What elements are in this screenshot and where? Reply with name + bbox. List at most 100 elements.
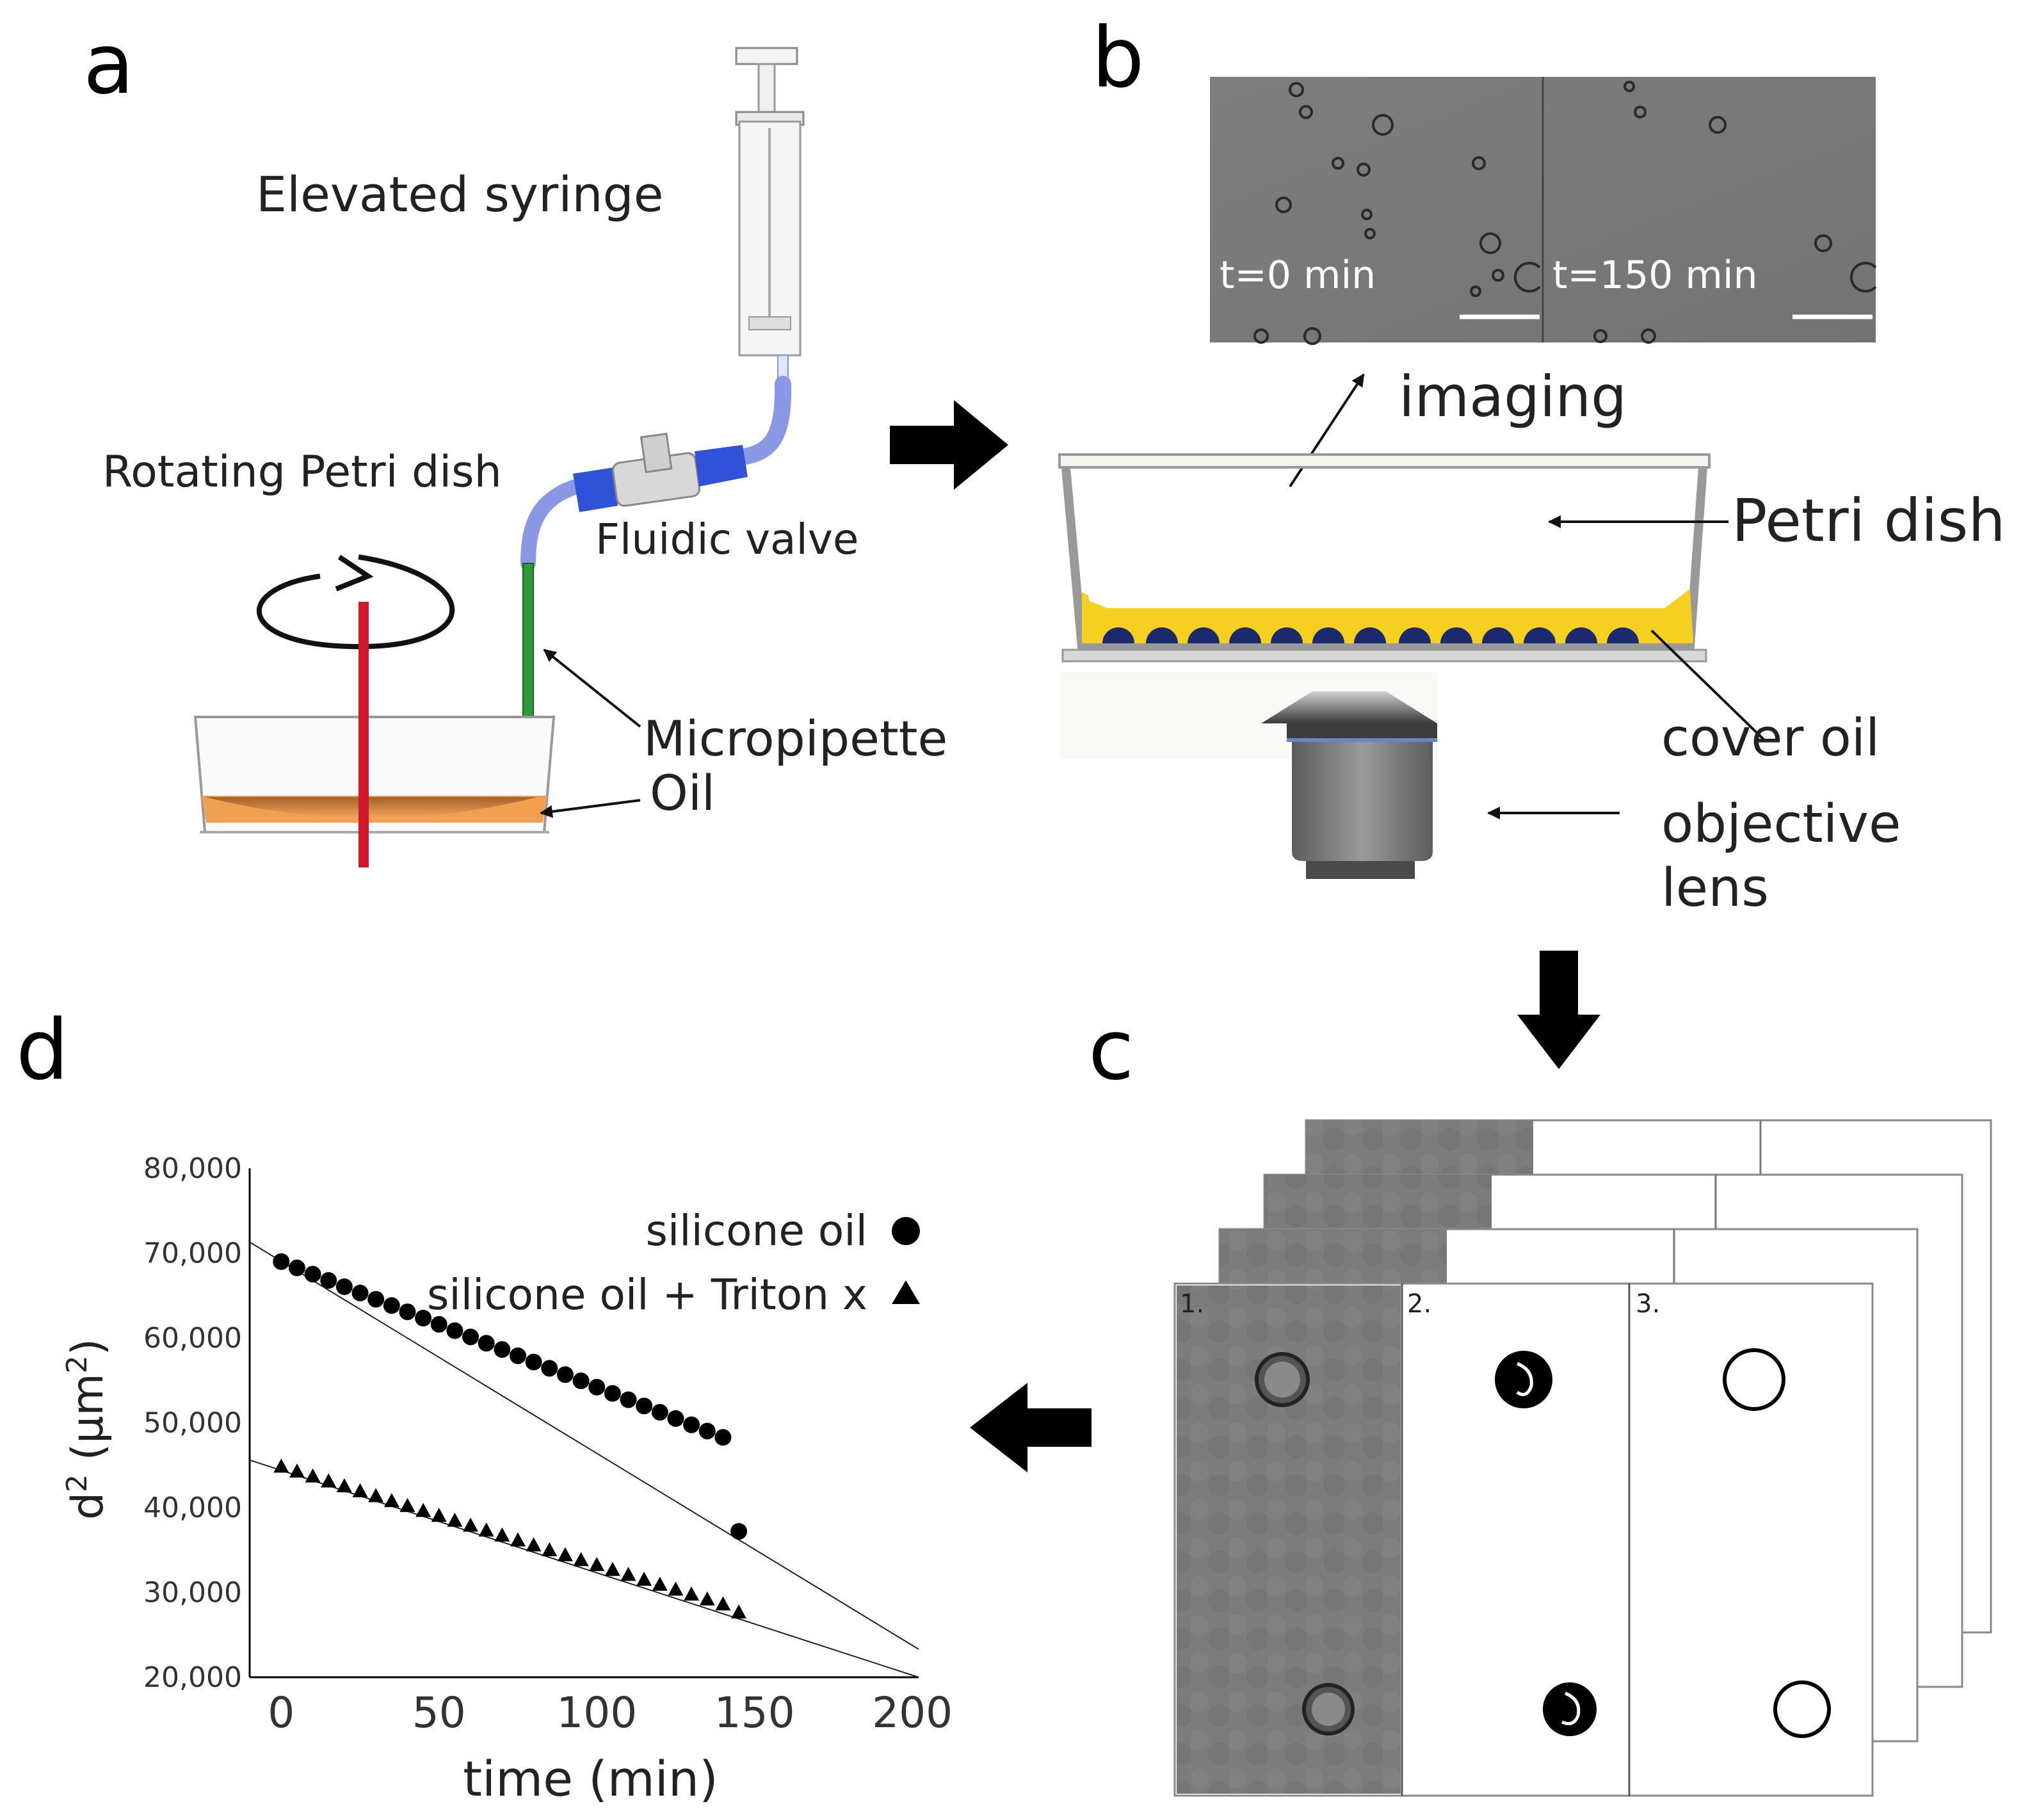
data-point-silicone-oil bbox=[541, 1360, 558, 1377]
x-tick-label: 150 bbox=[714, 1688, 795, 1737]
data-point-triton bbox=[352, 1483, 368, 1497]
x-tick-label: 0 bbox=[268, 1688, 294, 1737]
data-point-silicone-oil bbox=[462, 1328, 479, 1346]
legend-label-triton: silicone oil + Triton x bbox=[427, 1270, 867, 1319]
legend-marker-circle bbox=[892, 1217, 920, 1245]
panel-letter-b: b bbox=[1092, 9, 1145, 106]
data-point-triton bbox=[494, 1527, 510, 1542]
frame-label-3: 3. bbox=[1636, 1289, 1660, 1319]
y-tick-label: 50,000 bbox=[143, 1407, 242, 1440]
flow-arrow-a-to-b bbox=[890, 400, 1008, 490]
data-point-silicone-oil bbox=[494, 1341, 511, 1358]
data-point-silicone-oil bbox=[683, 1416, 700, 1433]
petri-dish-b-illustration bbox=[1058, 453, 1711, 663]
label-t0: t=0 min bbox=[1220, 253, 1376, 298]
label-elevated-syringe: Elevated syringe bbox=[256, 166, 664, 223]
data-point-triton bbox=[526, 1537, 542, 1552]
data-point-silicone-oil bbox=[525, 1353, 542, 1371]
data-point-triton bbox=[399, 1497, 415, 1512]
y-tick-label: 70,000 bbox=[143, 1237, 242, 1270]
syringe-illustration bbox=[735, 47, 805, 385]
fit-line-2 bbox=[249, 1459, 919, 1678]
data-point-silicone-oil bbox=[383, 1297, 400, 1314]
rotation-arrow-head bbox=[335, 554, 374, 592]
panel-letter-c: c bbox=[1088, 1001, 1134, 1099]
data-point-triton bbox=[557, 1547, 573, 1561]
y-tick-label: 40,000 bbox=[143, 1492, 242, 1524]
y-tick-label: 30,000 bbox=[143, 1577, 242, 1609]
x-tick-label: 100 bbox=[556, 1688, 637, 1737]
data-point-triton bbox=[715, 1596, 731, 1611]
data-point-silicone-oil bbox=[415, 1309, 432, 1326]
data-point-triton bbox=[447, 1512, 463, 1527]
oil-pointer bbox=[540, 799, 641, 818]
label-t150: t=150 min bbox=[1552, 253, 1758, 298]
label-cover-oil: cover oil bbox=[1661, 708, 1880, 768]
rotation-axis bbox=[358, 602, 369, 867]
x-tick-label: 200 bbox=[872, 1688, 953, 1737]
data-point-triton bbox=[305, 1468, 321, 1483]
data-point-triton bbox=[668, 1581, 684, 1596]
data-point-silicone-oil bbox=[636, 1397, 653, 1415]
panel-c: c bbox=[1088, 1001, 1992, 1797]
panel-a: a Elevated syringe Fluidic valve Rota bbox=[83, 15, 947, 867]
objective-lens-illustration bbox=[1059, 672, 1437, 879]
label-lens: lens bbox=[1661, 858, 1769, 919]
data-point-silicone-oil bbox=[430, 1316, 447, 1333]
data-point-triton bbox=[573, 1552, 589, 1566]
data-point-triton bbox=[604, 1561, 620, 1576]
x-axis-label: time (min) bbox=[463, 1750, 718, 1807]
data-point-silicone-oil bbox=[572, 1373, 590, 1390]
data-point-triton bbox=[431, 1508, 447, 1522]
flow-arrow-b-to-c bbox=[1517, 951, 1600, 1069]
data-point-silicone-oil bbox=[351, 1284, 369, 1301]
x-tick-label: 50 bbox=[412, 1688, 466, 1737]
label-oil: Oil bbox=[650, 764, 715, 821]
data-point-triton bbox=[684, 1586, 700, 1601]
data-point-silicone-oil bbox=[588, 1378, 606, 1396]
data-point-triton bbox=[289, 1463, 305, 1478]
cover-oil-pointer bbox=[1650, 629, 1765, 741]
data-point-triton bbox=[383, 1493, 399, 1508]
data-point-triton bbox=[652, 1576, 668, 1591]
data-point-triton bbox=[636, 1572, 652, 1586]
label-objective: objective bbox=[1661, 794, 1901, 855]
data-point-silicone-oil bbox=[698, 1422, 716, 1440]
data-point-silicone-oil bbox=[714, 1429, 732, 1446]
flow-arrow-c-to-d bbox=[970, 1383, 1092, 1472]
data-point-triton bbox=[463, 1517, 479, 1532]
panel-b: b t=0 min t=150 min imaging bbox=[1058, 9, 2006, 919]
data-point-silicone-oil bbox=[273, 1253, 290, 1270]
data-point-silicone-oil bbox=[367, 1291, 385, 1308]
panel-d: d 20,00030,00040,00050,00060,00070,00080… bbox=[16, 1001, 953, 1807]
data-point-triton bbox=[415, 1502, 431, 1517]
label-rotating-petri-dish: Rotating Petri dish bbox=[102, 447, 502, 497]
data-point-silicone-oil bbox=[335, 1278, 353, 1295]
data-point-silicone-oil bbox=[288, 1259, 305, 1276]
legend-label-silicone-oil: silicone oil bbox=[645, 1206, 867, 1255]
data-point-silicone-oil bbox=[399, 1303, 416, 1321]
fit-line-1 bbox=[249, 1241, 919, 1650]
tubing-lower bbox=[520, 479, 584, 571]
y-tick-label: 20,000 bbox=[143, 1661, 242, 1694]
y-tick-label: 80,000 bbox=[143, 1152, 242, 1185]
data-point-triton bbox=[321, 1473, 337, 1488]
panel-letter-d: d bbox=[16, 1001, 69, 1099]
micrograph-pair bbox=[1210, 77, 1877, 345]
label-fluidic-valve: Fluidic valve bbox=[595, 515, 858, 564]
data-point-silicone-oil bbox=[304, 1266, 321, 1283]
imaging-pointer bbox=[1289, 373, 1365, 488]
data-point-silicone-oil bbox=[320, 1272, 337, 1289]
data-point-triton bbox=[542, 1542, 558, 1557]
data-point-silicone-oil bbox=[509, 1347, 526, 1364]
data-point-triton bbox=[731, 1604, 747, 1619]
data-point-triton bbox=[368, 1488, 384, 1502]
data-point-silicone-oil bbox=[730, 1523, 748, 1540]
frame-front bbox=[1173, 1282, 1874, 1797]
petri-dish-a-illustration bbox=[193, 716, 556, 833]
panel-letter-a: a bbox=[83, 15, 134, 113]
data-point-silicone-oil bbox=[651, 1404, 668, 1421]
legend-marker-triangle bbox=[892, 1280, 920, 1304]
frame-label-1: 1. bbox=[1180, 1289, 1204, 1319]
